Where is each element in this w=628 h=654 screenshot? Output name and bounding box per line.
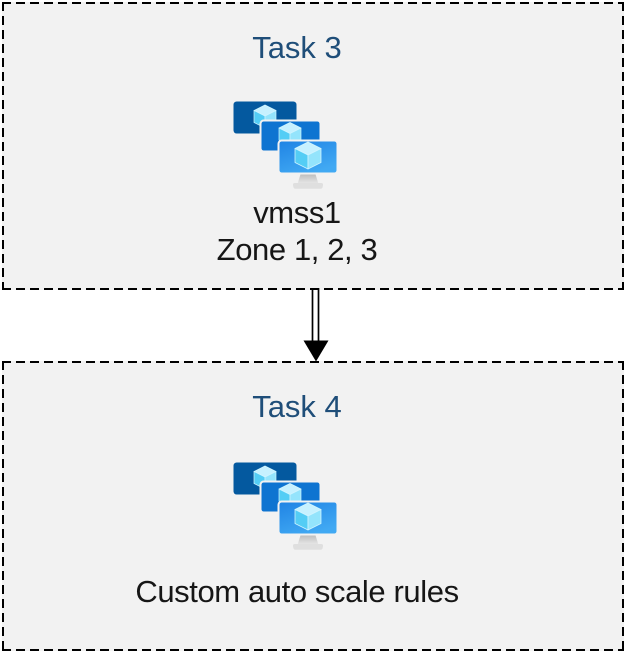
vm-scale-sets-icon xyxy=(233,101,338,189)
task4-caption: Custom auto scale rules xyxy=(2,573,624,610)
arrowhead xyxy=(303,340,329,362)
task4-box: Task 4 Custom auto scale rules xyxy=(2,361,624,651)
task3-box: Task 3 vmss1 Zone 1, 2, 3 xyxy=(2,2,624,290)
vmss-name-label: vmss1 xyxy=(253,195,341,230)
task4-title: Task 4 xyxy=(252,389,342,424)
autoscale-rules-label: Custom auto scale rules xyxy=(135,574,459,609)
task3-caption: vmss1 Zone 1, 2, 3 xyxy=(2,194,624,268)
down-arrow-connector xyxy=(303,288,329,362)
task3-title: Task 3 xyxy=(252,30,342,65)
vm-scale-sets-icon xyxy=(233,462,338,550)
vmss-zones-label: Zone 1, 2, 3 xyxy=(216,232,378,267)
